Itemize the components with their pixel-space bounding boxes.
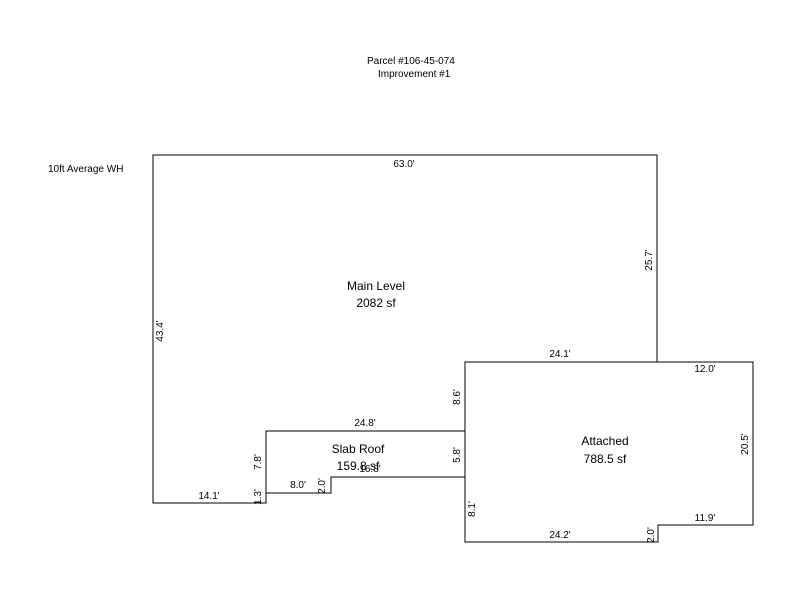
attached-name: Attached	[581, 434, 628, 448]
dim-slab-bottom-right: 16.8'	[359, 464, 380, 475]
slab-roof-outline	[266, 430, 466, 494]
improvement-label: Improvement #1	[378, 69, 451, 80]
dim-main-right: 25.7'	[644, 249, 655, 270]
main-level-size: 2082 sf	[356, 296, 396, 310]
dim-att-bottom: 24.2'	[549, 530, 570, 541]
dim-slab-notch: 2.0'	[317, 478, 328, 494]
slab-roof-size: 159.8 sf	[337, 459, 380, 473]
slab-roof-name: Slab Roof	[332, 442, 385, 456]
dim-main-step-top: 24.1'	[549, 349, 570, 360]
attached-outline	[464, 361, 754, 543]
dim-att-right: 20.5'	[740, 433, 751, 454]
dim-main-notch-left: 1.3'	[253, 489, 264, 505]
parcel-number: Parcel #106-45-074	[367, 56, 455, 67]
wall-height-note: 10ft Average WH	[48, 164, 124, 175]
dim-att-notch: 2.0'	[646, 527, 657, 543]
dim-att-left-upper: 8.6'	[452, 389, 463, 405]
dim-att-left-mid: 5.8'	[452, 447, 463, 463]
dim-main-top: 63.0'	[393, 159, 414, 170]
dim-att-left-lower: 8.1'	[467, 501, 478, 517]
dim-slab-top: 24.8'	[354, 418, 375, 429]
dim-slab-left: 7.8'	[253, 454, 264, 470]
dim-att-bottom-right: 11.9'	[695, 513, 716, 524]
dim-slab-bottom-left: 8.0'	[290, 480, 306, 491]
attached-size: 788.5 sf	[584, 452, 627, 466]
dim-main-bottom: 14.1'	[198, 491, 219, 502]
main-level-name: Main Level	[347, 279, 405, 293]
main-level-outline	[152, 154, 658, 504]
dim-att-top-right: 12.0'	[694, 364, 715, 375]
dim-main-left: 43.4'	[155, 320, 166, 341]
